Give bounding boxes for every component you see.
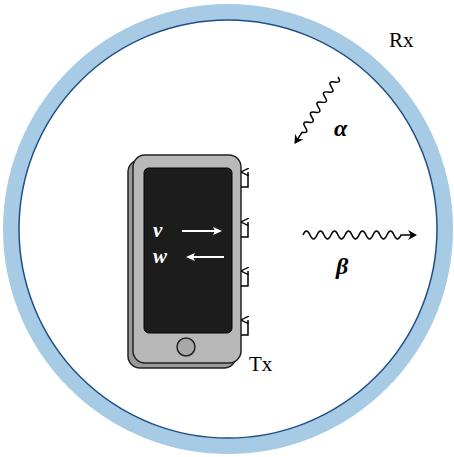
beta-label: β [336,254,348,278]
w-arrow [188,256,224,258]
beta-wave [303,231,415,239]
rx-label: Rx [389,30,414,51]
antenna-array [241,172,248,335]
alpha-label: α [334,116,347,140]
v-label: v [153,220,162,241]
home-button [177,338,195,356]
w-label: w [153,246,167,267]
tx-label: Tx [249,354,272,375]
rx-ring [11,12,445,446]
v-arrow [182,230,220,232]
phone-body [133,155,241,363]
phone-screen [144,168,232,333]
rx-inner-edge [19,20,437,438]
alpha-wave [293,75,341,144]
